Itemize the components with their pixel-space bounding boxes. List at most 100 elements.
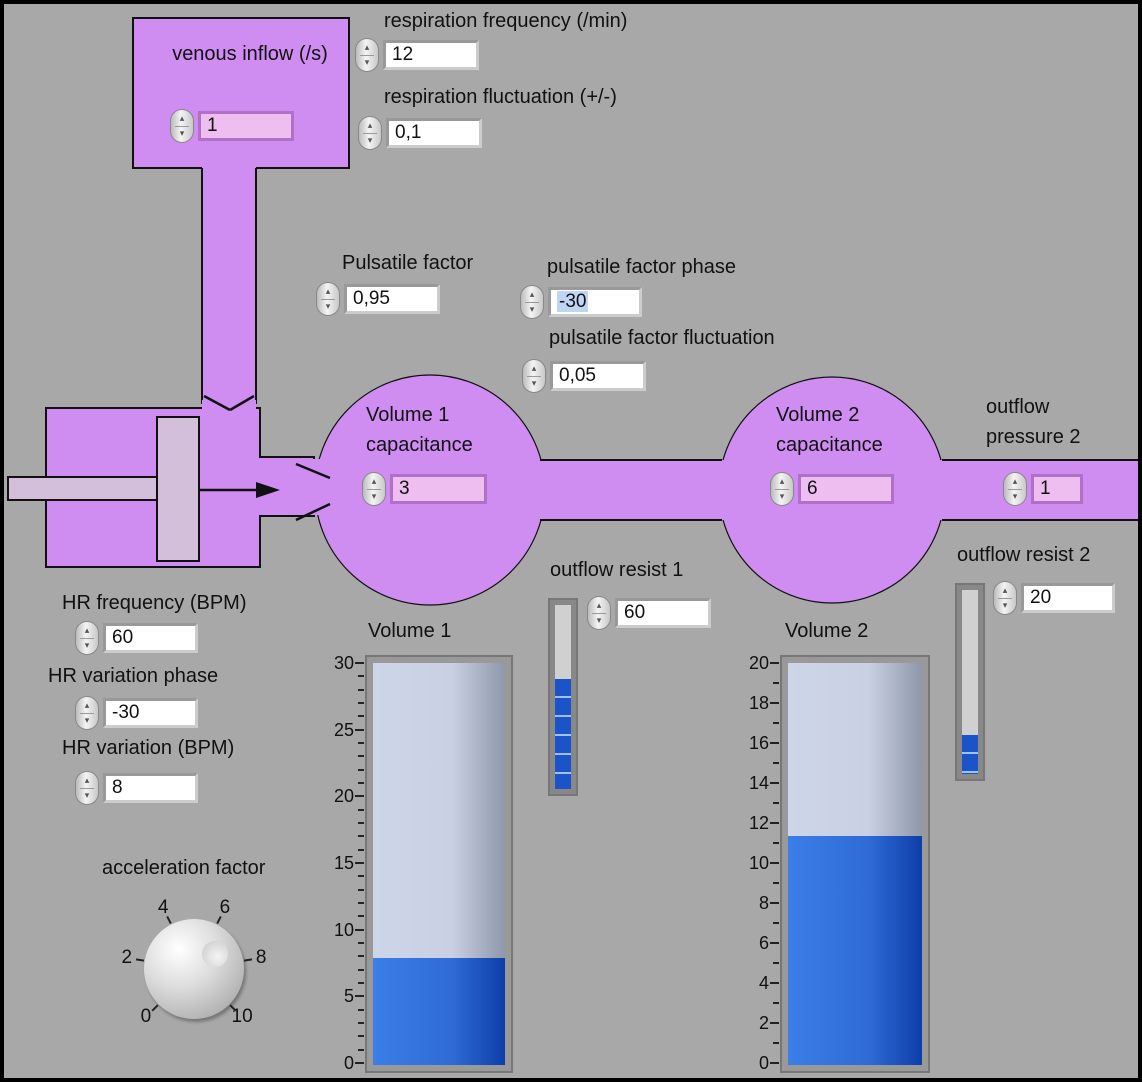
scale-label: 5 [343, 986, 354, 1007]
pulsatile-factor-fluctuation-input[interactable]: 0,05 [550, 361, 646, 391]
hr-frequency-input[interactable]: 60 [103, 623, 198, 653]
acceleration-factor-knob[interactable] [144, 919, 244, 1019]
scale-tick [355, 728, 364, 731]
increment-decrement-icon[interactable] [587, 596, 611, 630]
scale-tick [773, 842, 779, 844]
scale-tick [358, 768, 364, 771]
volume1-capacitance-control[interactable]: 3 [362, 472, 487, 506]
acceleration-factor-label: acceleration factor [102, 857, 266, 879]
increment-decrement-icon[interactable] [75, 696, 99, 730]
scale-tick [358, 822, 364, 824]
volume2-tank [780, 655, 930, 1073]
scale-tick [358, 782, 364, 784]
scale-tick [358, 982, 364, 984]
scale-label: 0 [343, 1053, 354, 1073]
scale-label: 4 [758, 973, 769, 993]
increment-decrement-icon[interactable] [316, 282, 340, 316]
volume2-capacitance-input[interactable]: 6 [798, 474, 894, 504]
scale-tick [358, 888, 364, 891]
outflow-resist2-control[interactable]: 20 [993, 581, 1115, 615]
hr-variation-label: HR variation (BPM) [62, 737, 235, 759]
hr-variation-phase-input[interactable]: -30 [103, 698, 198, 728]
scale-tick [770, 782, 779, 784]
hr-variation-phase-label: HR variation phase [48, 665, 219, 687]
piston-rod [7, 476, 159, 501]
arrow-icon [256, 482, 280, 498]
outflow-pressure2-control[interactable]: 1 [1003, 472, 1083, 506]
scale-tick [358, 715, 364, 718]
volume2-label: Volume 2 [785, 620, 869, 642]
scale-tick [358, 702, 364, 704]
scale-tick [773, 1042, 779, 1044]
increment-decrement-icon[interactable] [522, 359, 546, 393]
increment-decrement-icon[interactable] [1003, 472, 1027, 506]
volume2-level [788, 835, 922, 1065]
pulsatile-factor-label: Pulsatile factor [342, 252, 474, 274]
venous-inflow-input[interactable]: 1 [198, 111, 294, 141]
scale-tick [770, 822, 779, 824]
knob-pointer-icon [202, 940, 229, 967]
scale-tick [773, 762, 779, 764]
volume1-tank [365, 655, 513, 1073]
respiration-frequency-control[interactable]: 12 [355, 38, 479, 72]
volume1-capacitance-input[interactable]: 3 [390, 474, 487, 504]
outflow-resist1-label: outflow resist 1 [550, 559, 684, 581]
scale-tick [358, 968, 364, 971]
outflow-resist1-input[interactable]: 60 [615, 598, 711, 628]
scale-tick [355, 995, 364, 998]
scale-tick [355, 1062, 364, 1064]
front-panel: venous inflow (/s) 1 respiration frequen… [4, 4, 1138, 1078]
respiration-fluctuation-control[interactable]: 0,1 [358, 116, 482, 150]
pulsatile-factor-fluctuation-control[interactable]: 0,05 [522, 359, 646, 393]
venous-inflow-control[interactable]: 1 [170, 109, 294, 143]
increment-decrement-icon[interactable] [520, 285, 544, 319]
increment-decrement-icon[interactable] [358, 116, 382, 150]
hr-variation-phase-control[interactable]: -30 [75, 696, 198, 730]
outflow-resist2-slider[interactable] [955, 583, 985, 781]
increment-decrement-icon[interactable] [362, 472, 386, 506]
pulsatile-factor-control[interactable]: 0,95 [316, 282, 440, 316]
scale-label: 8 [758, 893, 769, 913]
piston [156, 416, 200, 562]
hr-variation-control[interactable]: 8 [75, 771, 198, 805]
scale-tick [358, 675, 364, 678]
respiration-frequency-input[interactable]: 12 [383, 40, 479, 70]
increment-decrement-icon[interactable] [75, 621, 99, 655]
scale-tick [355, 795, 364, 798]
scale-tick [358, 1035, 364, 1038]
pulsatile-factor-phase-input[interactable]: -30 [548, 287, 642, 317]
scale-label: 6 [758, 933, 769, 953]
venous-reservoir [132, 17, 350, 169]
scale-label: 25 [333, 719, 354, 740]
hr-variation-input[interactable]: 8 [103, 773, 198, 803]
increment-decrement-icon[interactable] [170, 109, 194, 143]
scale-tick [358, 755, 364, 758]
pulsatile-factor-input[interactable]: 0,95 [344, 284, 440, 314]
increment-decrement-icon[interactable] [75, 771, 99, 805]
scale-tick [358, 1048, 364, 1051]
outflow-pressure2-label-line1: outflow [986, 396, 1050, 418]
scale-tick [770, 942, 779, 944]
outflow-resist1-control[interactable]: 60 [587, 596, 711, 630]
scale-label: 30 [333, 653, 354, 673]
outflow-resist2-input[interactable]: 20 [1021, 583, 1115, 613]
scale-tick [770, 982, 779, 984]
scale-tick [770, 1022, 779, 1024]
scale-tick [770, 742, 779, 744]
scale-label: 10 [748, 853, 769, 873]
hr-frequency-control[interactable]: 60 [75, 621, 198, 655]
scale-tick [355, 662, 364, 664]
outflow-pressure2-input[interactable]: 1 [1031, 474, 1083, 504]
increment-decrement-icon[interactable] [355, 38, 379, 72]
volume2-capacitance-control[interactable]: 6 [770, 472, 894, 506]
scale-label: 10 [333, 919, 354, 940]
outflow-resist1-slider[interactable] [548, 598, 578, 796]
increment-decrement-icon[interactable] [770, 472, 794, 506]
scale-label: 18 [748, 693, 769, 713]
increment-decrement-icon[interactable] [993, 581, 1017, 615]
pulsatile-factor-phase-control[interactable]: -30 [520, 285, 642, 319]
scale-tick [773, 922, 779, 924]
scale-tick [770, 1062, 779, 1064]
respiration-fluctuation-input[interactable]: 0,1 [386, 118, 482, 148]
scale-tick [770, 862, 779, 864]
